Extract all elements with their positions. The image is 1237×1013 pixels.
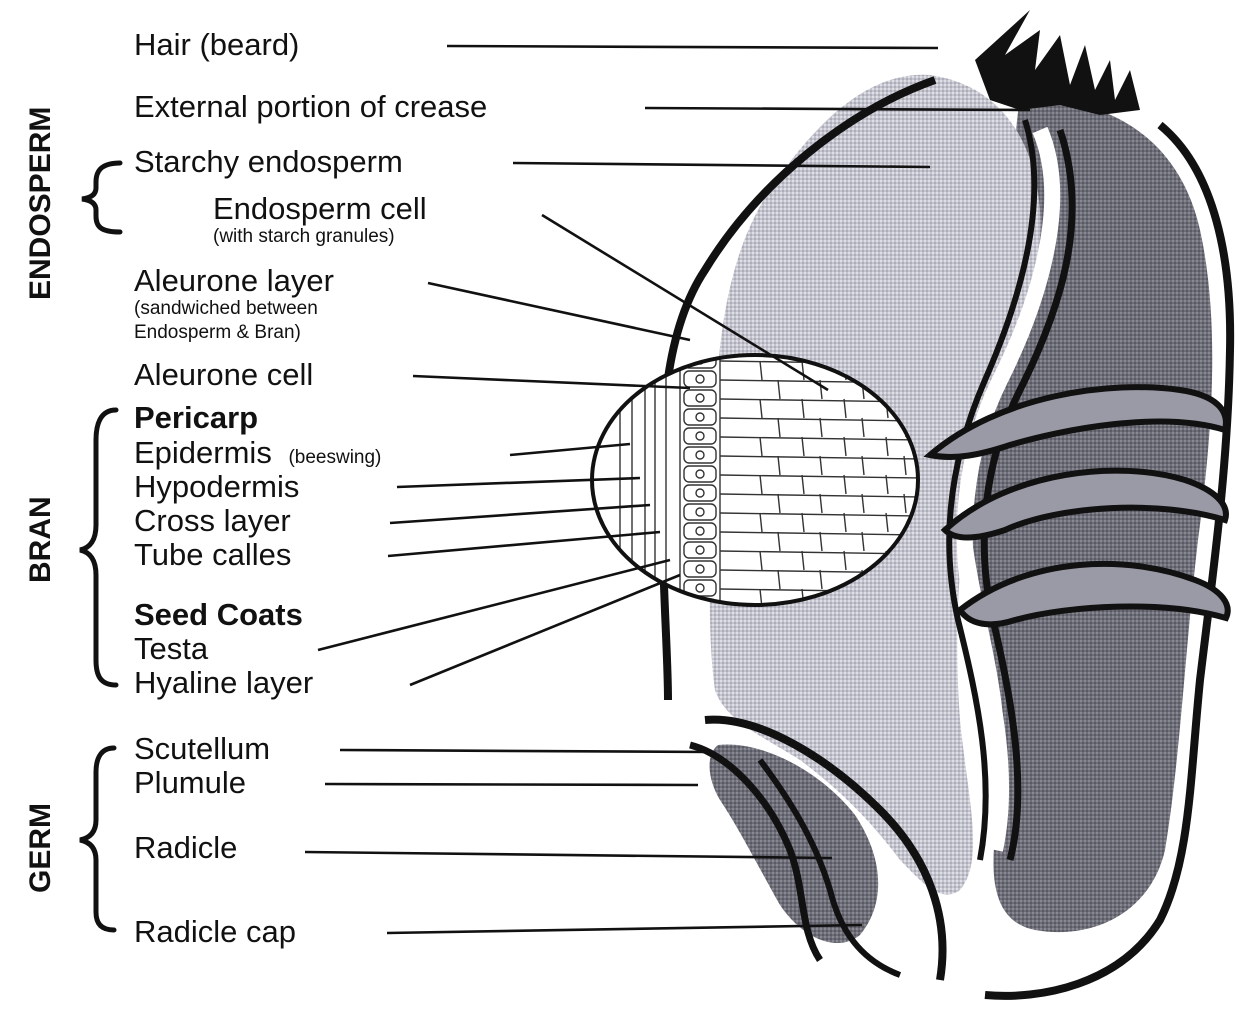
kernel-illustration xyxy=(592,10,1230,996)
label-endosperm-cell-note: (with starch granules) xyxy=(213,226,395,247)
label-plumule: Plumule xyxy=(134,765,246,800)
label-cross-layer: Cross layer xyxy=(134,503,291,538)
section-label-endosperm: ENDOSPERM xyxy=(24,107,57,300)
hair-beard xyxy=(975,10,1140,115)
label-pericarp: Pericarp xyxy=(134,400,258,435)
section-label-germ: GERM xyxy=(24,803,57,893)
label-aleurone-layer: Aleurone layer xyxy=(134,263,334,298)
section-label-bran: BRAN xyxy=(24,496,57,583)
label-aleurone-cell: Aleurone cell xyxy=(134,357,313,392)
label-epidermis: Epidermis (beeswing) xyxy=(134,435,381,470)
label-crease: External portion of crease xyxy=(134,89,487,124)
label-starchy-endosperm: Starchy endosperm xyxy=(134,144,403,179)
leader-radicle-cap xyxy=(387,925,862,933)
part-labels: Hair (beard) External portion of crease … xyxy=(134,27,487,949)
label-radicle: Radicle xyxy=(134,830,237,865)
cell-nucleus xyxy=(696,603,704,611)
label-epidermis-text: Epidermis xyxy=(134,435,272,470)
brace-endosperm xyxy=(82,163,120,232)
label-radicle-cap: Radicle cap xyxy=(134,914,296,949)
label-aleurone-note-1: (sandwiched between xyxy=(134,298,318,319)
label-scutellum: Scutellum xyxy=(134,731,270,766)
leader-hair xyxy=(447,46,938,48)
label-seed-coats: Seed Coats xyxy=(134,597,303,632)
brace-germ xyxy=(80,748,114,930)
leader-testa xyxy=(318,560,670,650)
leader-plumule xyxy=(325,784,698,785)
label-testa: Testa xyxy=(134,631,209,666)
label-tube-calles: Tube calles xyxy=(134,537,291,572)
label-hypodermis: Hypodermis xyxy=(134,469,299,504)
section-braces xyxy=(80,163,120,930)
leader-scutellum xyxy=(340,750,712,752)
label-hyaline-layer: Hyaline layer xyxy=(134,665,313,700)
leader-aleurone-layer xyxy=(428,283,690,340)
brace-bran xyxy=(80,410,116,685)
label-aleurone-note-2: Endosperm & Bran) xyxy=(134,322,301,343)
label-hair: Hair (beard) xyxy=(134,27,299,62)
leader-aleurone-cell xyxy=(413,376,690,388)
label-epidermis-note: (beeswing) xyxy=(288,447,381,468)
label-endosperm-cell: Endosperm cell xyxy=(213,191,427,226)
